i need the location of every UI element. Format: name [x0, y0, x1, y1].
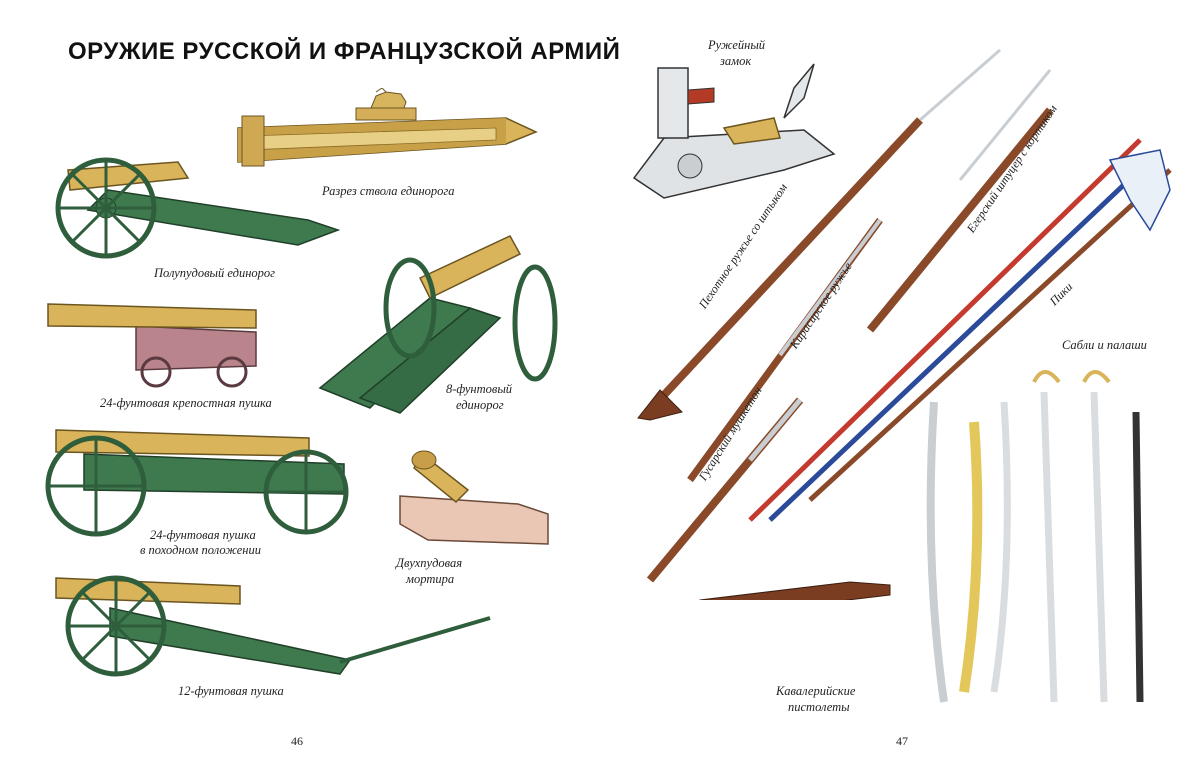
caption-field-gun-24-line2: в походном положении: [140, 543, 261, 557]
caption-field-gun-24-line1: 24-фунтовая пушка: [150, 528, 256, 542]
mortar-illustration: [398, 444, 558, 554]
caption-mortar-line1: Двухпудовая: [396, 556, 463, 570]
sabres-illustration: [914, 362, 1174, 707]
page-number-right: 47: [896, 734, 908, 748]
caption-unicorn-8-line2: единорог: [456, 398, 504, 412]
caption-lock-line2: замок: [720, 54, 752, 68]
caption-pistols-line1: Кавалерийские: [776, 684, 856, 698]
half-pood-unicorn-illustration: [48, 150, 348, 265]
caption-half-pood-unicorn: Полупудовый единорог: [154, 266, 276, 280]
caption-sabres: Сабли и палаши: [1062, 338, 1147, 352]
caption-fortress-gun: 24-фунтовая крепостная пушка: [100, 396, 272, 410]
caption-pistols-line2: пистолеты: [788, 700, 850, 714]
caption-unicorn-8-line1: 8-фунтовый: [446, 382, 513, 396]
cannon-12-illustration: [50, 570, 495, 685]
eight-pounder-unicorn-illustration: [310, 228, 560, 418]
right-page: Ружейный замок: [600, 0, 1200, 780]
unicorn-barrel-section-illustration: [236, 88, 541, 178]
caption-lock-line1: Ружейный: [708, 38, 766, 52]
field-gun-24-illustration: [44, 424, 354, 539]
left-page: ОРУЖИЕ РУССКОЙ И ФРАНЦУЗСКОЙ АРМИЙ Разре…: [44, 38, 620, 748]
page-number-left: 46: [291, 734, 303, 748]
caption-cannon-12: 12-фунтовая пушка: [178, 684, 284, 698]
caption-unicorn-barrel-section: Разрез ствола единорога: [322, 184, 455, 198]
musket-lock-illustration: [624, 58, 844, 208]
caption-mortar-line2: мортира: [406, 572, 455, 586]
fortress-gun-illustration: [46, 296, 266, 388]
page-title: ОРУЖИЕ РУССКОЙ И ФРАНЦУЗСКОЙ АРМИЙ: [68, 38, 621, 65]
long-arms-illustration: [630, 40, 1200, 600]
